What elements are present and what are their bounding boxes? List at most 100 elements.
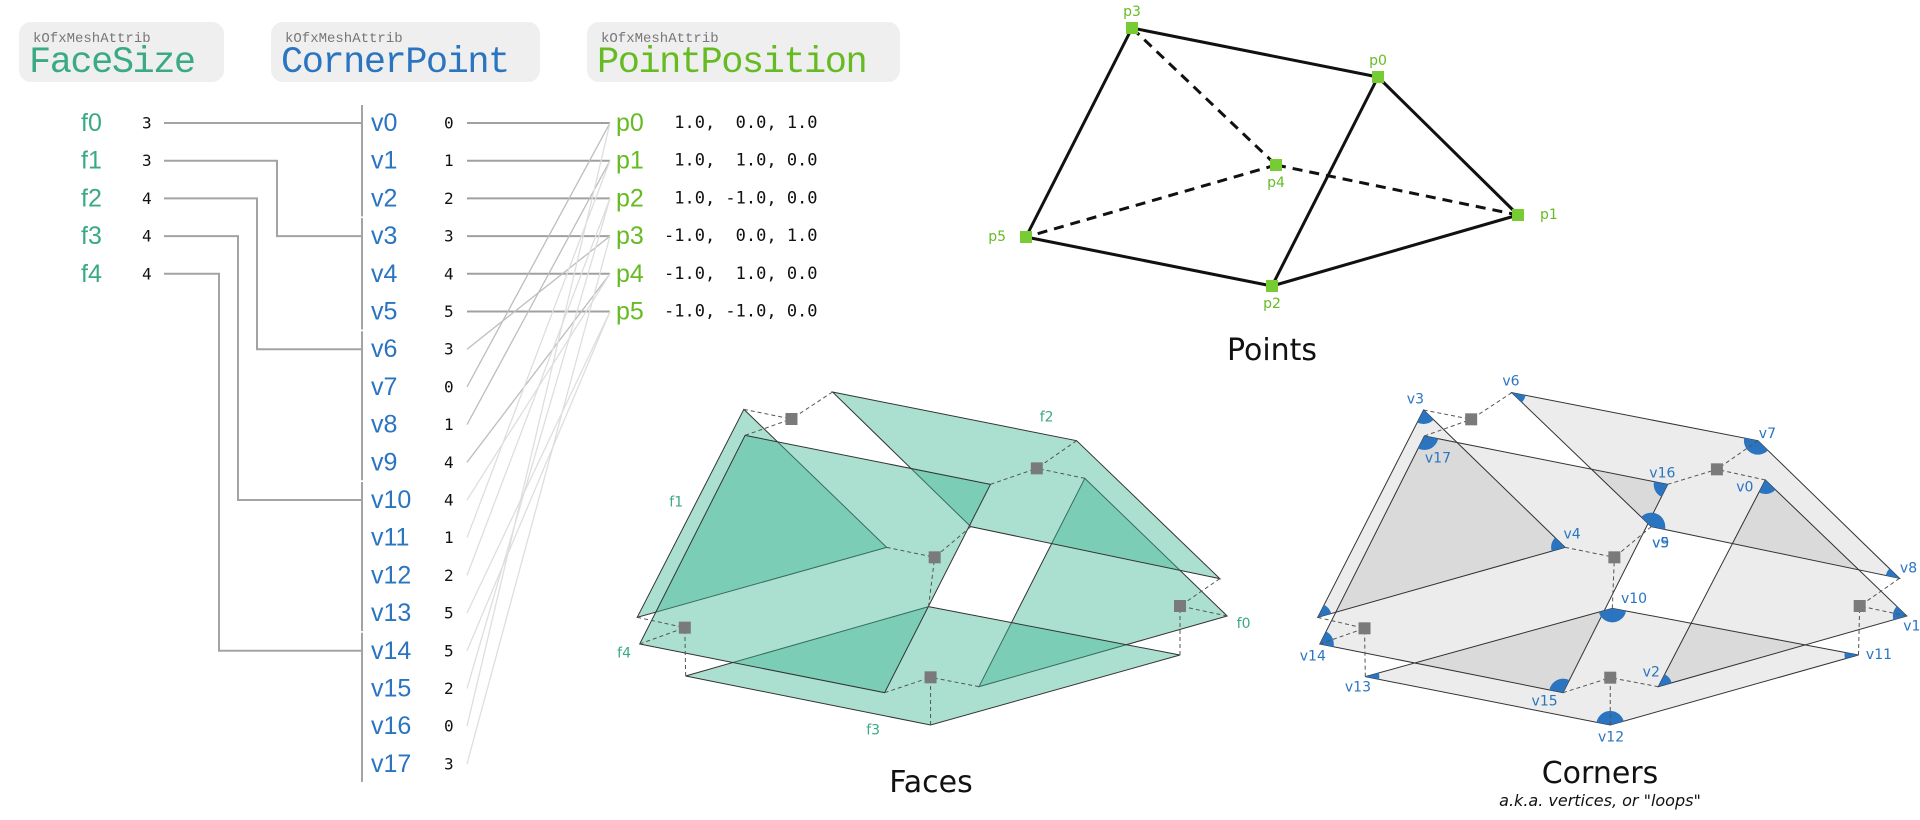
point-link-dashed [1179,578,1221,607]
point-link-dashed [886,546,935,558]
point-position-value: 1.0, 0.0, 1.0 [664,113,818,133]
point-diagram-label: p5 [988,229,1006,245]
corner-to-point-link [466,198,611,689]
corner-diagram-label: v10 [1621,591,1647,607]
corner-diagram-label: v5 [1652,535,1669,551]
point-marker-icon [1608,551,1621,564]
face-size-value: 3 [142,114,152,133]
point-link-dashed [928,557,936,607]
corner-to-point-link [466,122,611,388]
point-link-dashed [1317,616,1365,629]
corner-wedge-icon [1892,606,1907,620]
cornerpoint-header: kOfxMeshAttrib CornerPoint [271,22,540,83]
point-link-dashed [1036,440,1077,469]
point-marker-icon [924,671,937,684]
corner-label: v16 [371,712,411,740]
point-marker-icon [1604,671,1617,684]
corner-label: v8 [371,411,397,439]
corner-diagram-label: v12 [1598,729,1624,745]
face-label: f1 [81,147,102,175]
corner-point-value: 5 [444,641,454,660]
point-marker [1512,209,1524,221]
point-link-dashed [637,616,685,629]
point-link-dashed [1611,557,1615,609]
point-link-dashed [884,676,931,694]
faces-face-polygon [636,408,888,619]
corner-diagram-label: v8 [1900,560,1917,576]
corner-point-value: 1 [444,528,454,547]
corner-label: v0 [371,109,397,137]
face-size-value: 3 [142,151,152,170]
face-to-corner-link [164,197,362,351]
cornerpoint-header-prefix: kOfxMeshAttrib [285,31,403,47]
corner-wedge-icon [1844,652,1859,659]
corner-to-point-link [466,122,611,727]
point-position-value: -1.0, -1.0, 0.0 [664,302,818,322]
point-diagram-label: p4 [1267,175,1285,191]
corner-wedge-icon [1658,674,1672,687]
face-label: f0 [81,109,102,137]
face-label: f3 [81,222,102,250]
point-position-value: -1.0, 1.0, 0.0 [664,264,818,284]
point-marker-icon [928,551,941,564]
corner-to-point-link [466,235,611,765]
point-link-dashed [1716,440,1759,470]
point-link-dashed [1036,467,1085,479]
corner-diagram-label: v11 [1866,647,1892,663]
mesh-edge [1271,213,1519,288]
corner-label: v3 [371,222,397,250]
point-diagram-label: p2 [1263,296,1281,312]
corner-point-value: 0 [444,377,454,396]
face-diagram-label: f0 [1237,616,1251,632]
point-diagram-label: p3 [1123,4,1141,20]
point-link-dashed [791,391,833,420]
corner-wedge-icon [1758,480,1776,495]
corner-point-value: 4 [444,264,454,283]
corner-point-value: 5 [444,604,454,623]
mesh-edge [1025,235,1273,288]
corner-label: v5 [371,298,397,326]
corners-face-polygon [1657,479,1908,688]
corner-diagram-label: v17 [1425,450,1451,466]
point-link-dashed [1424,418,1472,437]
corner-diagram-label: v2 [1643,664,1660,680]
face-diagram-label: f1 [669,495,683,511]
point-link-dashed [1857,605,1861,656]
corner-diagram-label: v6 [1502,374,1519,390]
facesize-header: kOfxMeshAttrib FaceSize [19,22,224,83]
point-label: p5 [616,298,644,326]
point-link-dashed [1667,468,1718,485]
point-label: p4 [616,260,644,288]
face-to-corner-link [164,159,362,238]
hidden-mesh-edge [1275,163,1519,217]
point-label: p0 [616,109,644,137]
corner-point-value: 2 [444,189,454,208]
face-to-corner-link [164,272,362,652]
point-marker-icon [1358,622,1371,635]
point-link-dashed [1364,628,1366,677]
corner-diagram-label: v0 [1736,479,1753,495]
point-link-dashed [1470,392,1513,420]
point-link-dashed [1423,409,1472,420]
points-title: Points [1227,333,1317,368]
point-link-dashed [1716,468,1766,481]
point-link-dashed [639,627,685,645]
corner-point-value: 4 [444,491,454,510]
corner-wedge-icon [1365,672,1380,680]
face-to-corner-link [164,235,362,501]
corner-wedge-icon [1598,608,1627,623]
corner-wedge-icon [1317,604,1332,618]
corner-point-value: 0 [444,717,454,736]
corner-point-value: 3 [444,227,454,246]
corner-wedge-icon [1885,568,1900,579]
corners-diagram: v0v1v2v3v4v5v6v7v8v9v10v11v12v13v14v15v1… [1300,374,1920,810]
point-position-value: 1.0, 1.0, 0.0 [664,151,818,171]
corner-label: v12 [371,561,411,589]
point-diagram-label: p1 [1540,207,1558,223]
corner-wedge-icon [1549,678,1570,693]
point-marker [1126,22,1138,34]
face-label: f2 [81,184,102,212]
corner-point-value: 5 [444,302,454,321]
corner-point-value: 3 [444,340,454,359]
point-link-dashed [1614,526,1652,558]
